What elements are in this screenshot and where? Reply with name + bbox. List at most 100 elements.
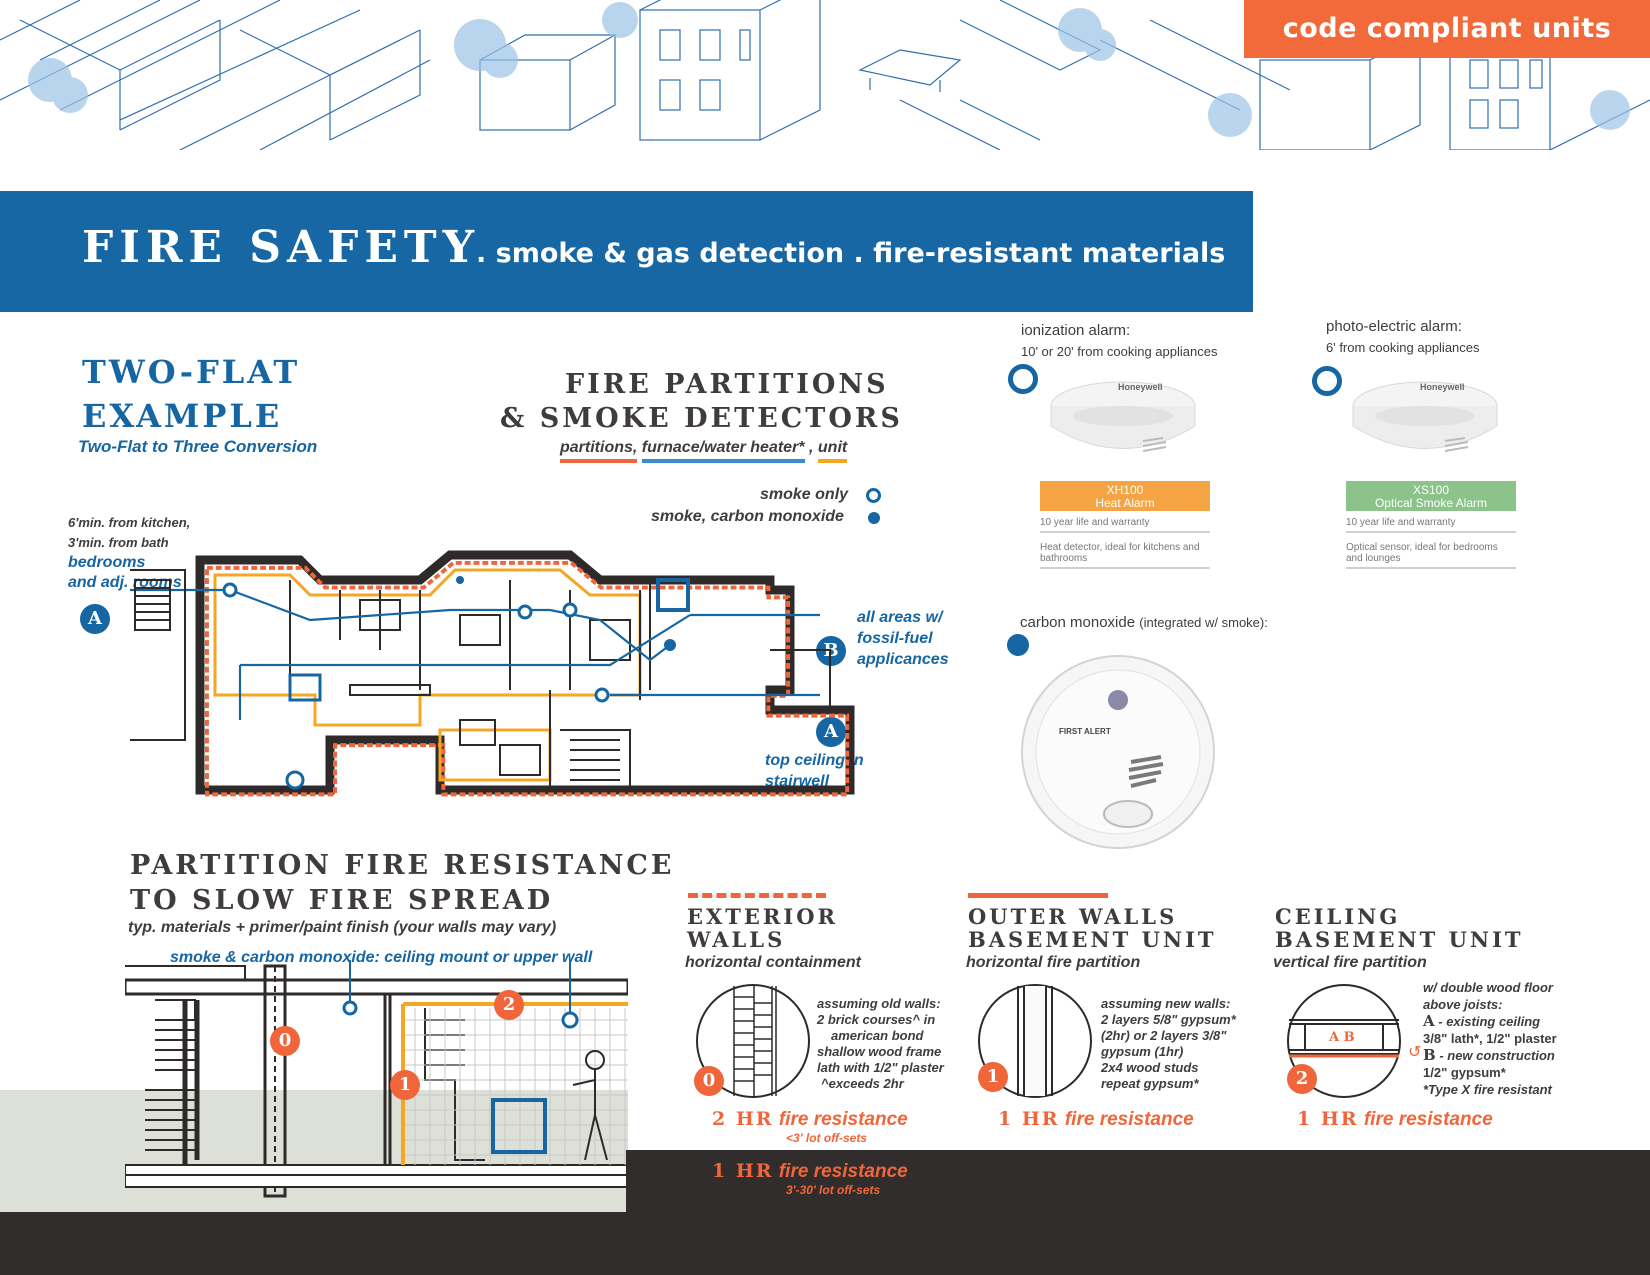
plan-badge-a-right: A [816,717,846,747]
outer-marker: 1 [978,1062,1008,1092]
xh100-label-box: XH100 Heat Alarm [1040,481,1210,511]
co-detector-image [1016,652,1221,852]
exterior-marker: 0 [694,1066,724,1096]
photo-alarm-title: photo-electric alarm: [1326,318,1462,335]
plan-note-appliances: applicances [857,651,949,668]
ceiling-title-line1: CEILING [1275,904,1401,929]
mount-note: smoke & carbon monoxide: ceiling mount o… [170,949,593,966]
ceiling-note-a: A - existing ceiling [1423,1013,1557,1030]
photo-alarm-sub: 6' from cooking appliances [1326,340,1480,355]
exterior-fr-1hr: 1 HR fire resistance [712,1160,908,1183]
xh100-detector-image [1048,376,1198,466]
ceiling-marker: 2 [1287,1064,1317,1094]
ceiling-detail [1287,984,1401,1098]
exterior-fr2-note: 3'-30' lot off-sets [786,1183,881,1197]
outer-wall-detail [978,984,1092,1098]
outer-note-2: (2hr) or 2 layers 3/8" [1101,1028,1227,1043]
exterior-note-3: shallow wood frame [817,1044,942,1059]
ceiling-note-b: B - new construction [1423,1047,1557,1064]
ionization-alarm-title: ionization alarm: [1021,322,1131,339]
ceiling-notes: w/ double wood floor above joists: A - e… [1423,979,1557,1098]
city-illustration-banner [0,0,1650,150]
plan-note-kitchen: 6'min. from kitchen, [68,515,191,530]
xs100-detector-image [1350,376,1500,466]
outer-title-line2: BASEMENT UNIT [968,927,1217,952]
xh100-model: XH100 [1106,483,1144,497]
xh100-desc: Heat detector, ideal for kitchens and ba… [1040,533,1210,569]
ionization-alarm-sub: 10' or 20' from cooking appliances [1021,344,1218,359]
outer-rule [968,893,1108,898]
exterior-title-line1: EXTERIOR [687,904,838,929]
outer-notes: assuming new walls: 2 layers 5/8" gypsum… [1101,996,1236,1092]
bottom-dark-strip [0,1212,1650,1275]
plan-badge-a-left: A [80,604,110,634]
photo-ring-icon [1312,366,1342,396]
first-alert-detector-icon [1021,655,1215,849]
resistance-title-line2: TO SLOW FIRE SPREAD [130,885,554,916]
section-marker-1: 1 [390,1070,420,1100]
xh100-warranty: 10 year life and warranty [1040,511,1210,533]
legend-furnace: furnace/water heater* [641,439,805,463]
xs100-brand: Honeywell [1420,382,1465,392]
exterior-note-1: 2 brick courses^ in [817,1012,936,1027]
ceiling-b-line2: 1/2" gypsum* [1423,1065,1506,1080]
section-marker-2: 2 [494,990,524,1020]
legend-unit: unit [817,439,848,463]
partitions-legend: partitions, furnace/water heater* , unit [560,439,848,463]
exterior-note-5: ^exceeds 2hr [821,1076,904,1091]
exterior-note-0: assuming old walls: [817,996,941,1011]
exterior-note-2: american bond [831,1028,924,1043]
exterior-notes: assuming old walls: 2 brick courses^ in … [817,996,944,1092]
xh100-type: Heat Alarm [1095,496,1155,510]
title-band [0,191,1253,312]
legend-sep: , [808,439,814,456]
smoke-only-ring-icon [866,488,881,503]
outer-subtitle: horizontal fire partition [966,954,1141,971]
example-subtitle: Two-Flat to Three Conversion [78,437,318,456]
ceiling-arrow-icon: ↺ [1408,1044,1422,1061]
code-compliant-tag: code compliant units [1244,0,1650,58]
legend-partitions: partitions, [560,439,638,463]
ceiling-fr: 1 HR fire resistance [1297,1108,1493,1131]
outer-note-4: 2x4 wood studs [1101,1060,1199,1075]
exterior-fr1-num: 2 HR [712,1108,774,1130]
ceiling-fr-text: fire resistance [1363,1109,1493,1130]
xh100-card: XH100 Heat Alarm 10 year life and warran… [1040,481,1210,569]
xh100-brand: Honeywell [1118,382,1163,392]
plan-note-bedrooms: bedrooms [68,554,146,571]
honeywell-detector-icon [1352,381,1498,452]
outer-note-0: assuming new walls: [1101,996,1231,1011]
exterior-dashed-rule [688,893,826,898]
ceiling-a-key: A [1423,1012,1435,1030]
outer-fr-num: 1 HR [998,1108,1060,1130]
xs100-type: Optical Smoke Alarm [1374,496,1488,510]
resistance-title-line1: PARTITION FIRE RESISTANCE [130,850,675,881]
xs100-model: XS100 [1412,483,1450,497]
ceiling-b-key: B [1423,1046,1436,1064]
exterior-fr1-text: fire resistance [778,1109,908,1130]
outer-fr: 1 HR fire resistance [998,1108,1194,1131]
outer-note-3: gypsum (1hr) [1101,1044,1184,1059]
ceiling-a-text: - existing ceiling [1438,1014,1541,1029]
co-title-sub: (integrated w/ smoke): [1139,615,1268,630]
page-title: FIRE SAFETY [82,222,481,273]
isometric-city-drawing [0,0,1650,150]
building-section-drawing [125,960,628,1198]
exterior-fr-2hr: 2 HR fire resistance [712,1108,908,1131]
partitions-title-line2: & SMOKE DETECTORS [500,403,903,434]
ceiling-subtitle: vertical fire partition [1273,954,1427,971]
xs100-warranty: 10 year life and warranty [1346,511,1516,533]
ionization-ring-icon [1008,364,1038,394]
honeywell-detector-icon [1050,381,1196,452]
outer-note-5: repeat gypsum* [1101,1076,1199,1091]
co-title: carbon monoxide (integrated w/ smoke): [1020,614,1268,631]
outer-title-line1: OUTER WALLS [968,904,1178,929]
plan-note-all-areas: all areas w/ [857,609,943,626]
xs100-card: XS100 Optical Smoke Alarm 10 year life a… [1346,481,1516,569]
plan-note-fossil: fossil-fuel [857,630,933,647]
exterior-fr1-note: <3' lot off-sets [786,1131,867,1145]
key-smoke-co: smoke, carbon monoxide [651,508,844,525]
exterior-fr2-text: fire resistance [778,1161,908,1182]
smoke-co-dot-icon [868,512,880,524]
two-flat-floor-plan [130,550,855,797]
